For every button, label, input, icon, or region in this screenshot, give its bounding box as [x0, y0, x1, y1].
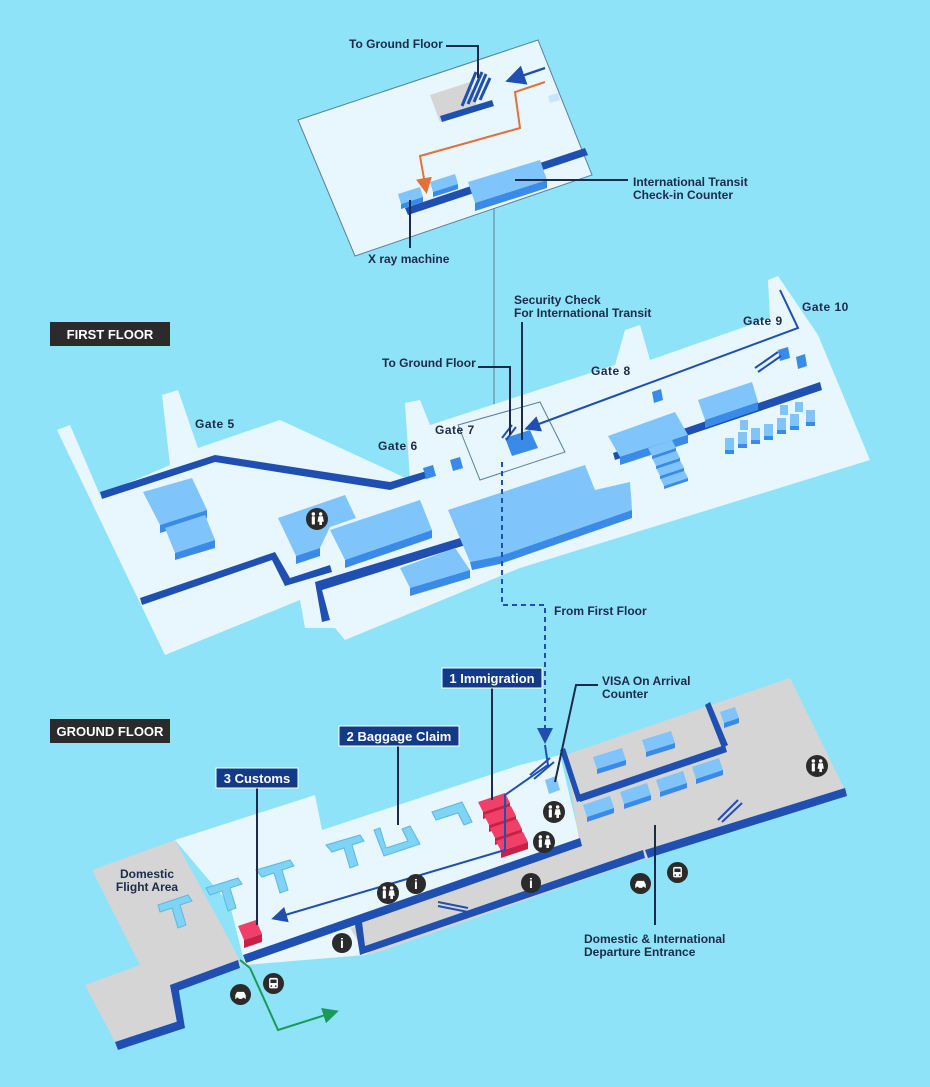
gate-6-label: Gate 6: [378, 439, 418, 453]
bus-icon: [667, 862, 688, 883]
checkin-counter-label-1: International Transit: [633, 175, 748, 189]
svg-text:i: i: [414, 876, 418, 892]
info-icon: i: [521, 873, 541, 893]
gate-5-label: Gate 5: [195, 417, 235, 431]
escalator-icon: [460, 71, 492, 107]
taxi-icon: [230, 984, 251, 1005]
restroom-icon: [306, 508, 328, 530]
gate-10-label: Gate 10: [802, 300, 849, 314]
from-first-floor-label: From First Floor: [554, 604, 647, 618]
escalator-icon: [754, 351, 782, 373]
svg-text:i: i: [529, 875, 533, 891]
transit-inset: To Ground Floor International Transit Ch…: [297, 37, 748, 266]
inset-to-ground-floor-label: To Ground Floor: [349, 37, 443, 51]
baggage-carousels: [157, 801, 473, 929]
visa-label-2: Counter: [602, 687, 648, 701]
checkin-counter-label-2: Check-in Counter: [633, 188, 733, 202]
security-check-label-2: For International Transit: [514, 306, 651, 320]
first-floor-tag: FIRST FLOOR: [67, 327, 154, 342]
restroom-icon: [543, 801, 565, 823]
baggage-claim-tag: 2 Baggage Claim: [347, 729, 452, 744]
customs-tag: 3 Customs: [224, 771, 290, 786]
xray-machine: [398, 187, 423, 204]
security-check-label-1: Security Check: [514, 293, 601, 307]
gate-8-label: Gate 8: [591, 364, 631, 378]
inset-arrow-icon: [505, 65, 546, 85]
info-icon: i: [332, 933, 352, 953]
info-icon: i: [406, 874, 426, 894]
ff-to-ground-floor-label: To Ground Floor: [382, 356, 476, 370]
taxi-icon: [630, 873, 651, 894]
arrival-walk-path: [271, 744, 550, 923]
xray-label: X ray machine: [368, 252, 450, 266]
transit-route: [416, 81, 546, 194]
domestic-area-label-1: Domestic: [120, 867, 174, 881]
svg-text:i: i: [340, 935, 344, 951]
bus-icon: [263, 973, 284, 994]
first-floor: FIRST FLOOR: [50, 276, 870, 655]
exit-arrow-icon: [249, 967, 339, 1032]
entrance-label-2: Departure Entrance: [584, 945, 696, 959]
entrance-label-1: Domestic & International: [584, 932, 725, 946]
restroom-icon: [533, 831, 555, 853]
escalator-icon: [437, 757, 743, 913]
visa-label-1: VISA On Arrival: [602, 674, 690, 688]
restroom-icon: [377, 882, 399, 904]
from-first-floor-path: [501, 462, 553, 744]
immigration-tag: 1 Immigration: [449, 671, 534, 686]
restroom-icon: [806, 755, 828, 777]
gate-7-label: Gate 7: [435, 423, 475, 437]
domestic-area-label-2: Flight Area: [116, 880, 179, 894]
ground-floor: GROUND FLOOR: [50, 667, 847, 1050]
gate-9-label: Gate 9: [743, 314, 783, 328]
ground-floor-tag: GROUND FLOOR: [57, 724, 164, 739]
transit-walk-path: [524, 289, 800, 432]
